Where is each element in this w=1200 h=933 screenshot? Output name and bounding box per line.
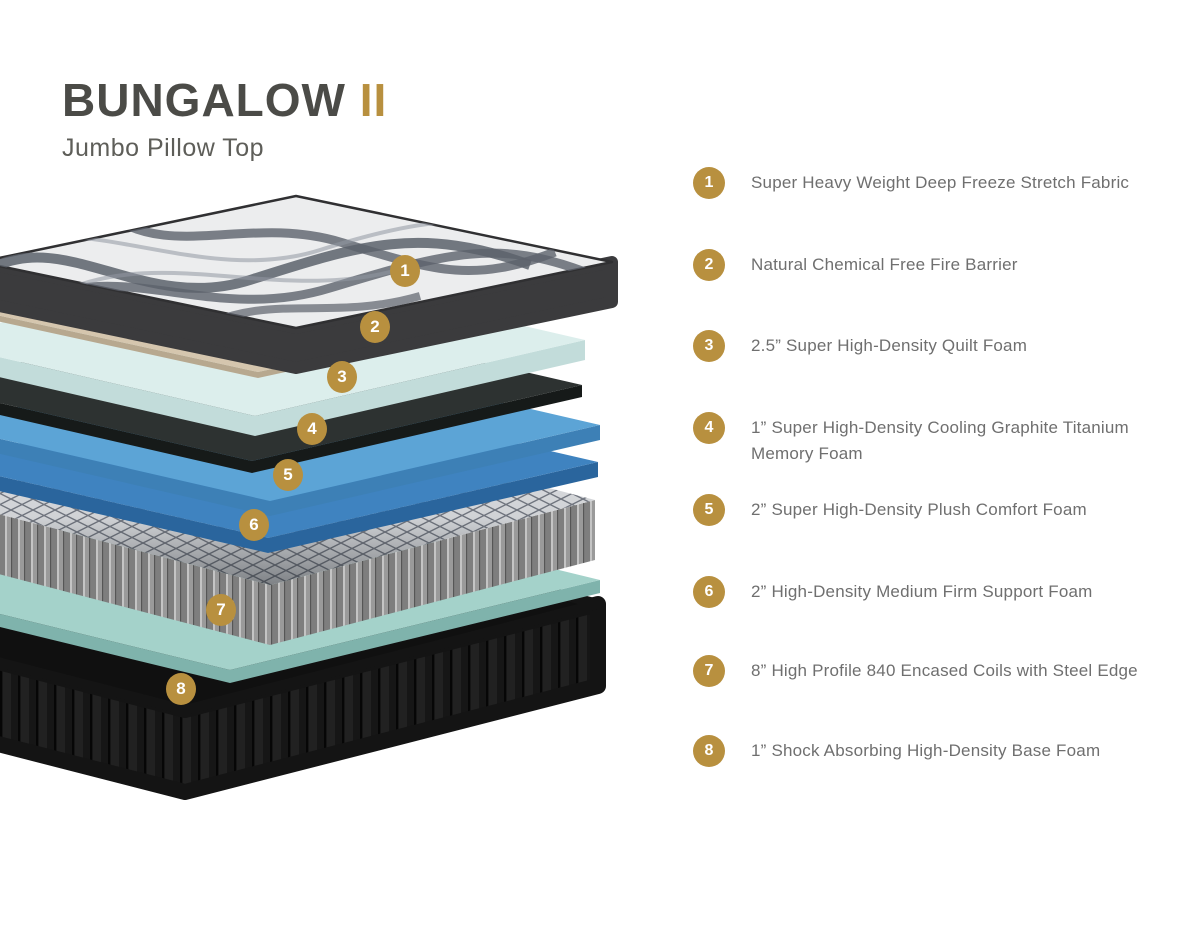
legend-label-line: 8” High Profile 840 Encased Coils with S… bbox=[751, 661, 1138, 680]
product-name: BUNGALOW bbox=[62, 74, 346, 126]
legend-label-2: Natural Chemical Free Fire Barrier bbox=[751, 252, 1018, 278]
legend-badge-5: 5 bbox=[693, 494, 725, 526]
legend-label-6: 2” High-Density Medium Firm Support Foam bbox=[751, 579, 1092, 605]
legend-item-8: 8 1” Shock Absorbing High-Density Base F… bbox=[693, 735, 1100, 767]
layer-marker-5: 5 bbox=[273, 459, 303, 491]
legend-item-5: 5 2” Super High-Density Plush Comfort Fo… bbox=[693, 494, 1087, 526]
product-name-suffix: II bbox=[359, 74, 388, 126]
legend-badge-8: 8 bbox=[693, 735, 725, 767]
legend-badge-2: 2 bbox=[693, 249, 725, 281]
layer-marker-7: 7 bbox=[206, 594, 236, 626]
legend-badge-7: 7 bbox=[693, 655, 725, 687]
legend-label-line: Super Heavy Weight Deep Freeze Stretch F… bbox=[751, 173, 1130, 192]
coils-side-face bbox=[0, 500, 595, 645]
base-foam-side-face bbox=[0, 580, 600, 683]
page-title: BUNGALOW II bbox=[62, 76, 387, 124]
header: BUNGALOW II Jumbo Pillow Top bbox=[62, 76, 387, 163]
quilt-foam-side-face bbox=[0, 340, 585, 436]
layer-marker-2: 2 bbox=[360, 311, 390, 343]
legend-label-1: Super Heavy Weight Deep Freeze Stretch F… bbox=[751, 170, 1129, 196]
mattress-layers-illustration bbox=[0, 194, 618, 800]
legend-label-line: 1” Shock Absorbing High-Density Base Foa… bbox=[751, 741, 1101, 760]
legend-label-4: 1” Super High-Density Cooling Graphite T… bbox=[751, 415, 1129, 467]
legend-item-2: 2 Natural Chemical Free Fire Barrier bbox=[693, 249, 1018, 281]
legend-label-line: Natural Chemical Free Fire Barrier bbox=[751, 255, 1018, 274]
layer-marker-4: 4 bbox=[297, 413, 327, 445]
product-subtitle: Jumbo Pillow Top bbox=[62, 134, 265, 163]
damask-swirl-light bbox=[54, 266, 406, 297]
legend-label-8: 1” Shock Absorbing High-Density Base Foa… bbox=[751, 738, 1100, 764]
legend-label-5: 2” Super High-Density Plush Comfort Foam bbox=[751, 497, 1087, 523]
legend-label-line: 2” High-Density Medium Firm Support Foam bbox=[751, 582, 1093, 601]
legend-label-line: 2” Super High-Density Plush Comfort Foam bbox=[751, 500, 1087, 519]
damask-swirl bbox=[27, 248, 587, 309]
legend-item-6: 6 2” High-Density Medium Firm Support Fo… bbox=[693, 576, 1092, 608]
comfort-foam-side-face bbox=[0, 425, 600, 516]
legend-label-line: 1” Super High-Density Cooling Graphite T… bbox=[751, 418, 1129, 437]
legend-label-7: 8” High Profile 840 Encased Coils with S… bbox=[751, 658, 1138, 684]
legend-badge-3: 3 bbox=[693, 330, 725, 362]
legend-item-7: 7 8” High Profile 840 Encased Coils with… bbox=[693, 655, 1138, 687]
legend-badge-6: 6 bbox=[693, 576, 725, 608]
legend-item-1: 1 Super Heavy Weight Deep Freeze Stretch… bbox=[693, 167, 1129, 199]
legend-label-line2: Memory Foam bbox=[751, 444, 863, 463]
layer-marker-8: 8 bbox=[166, 673, 196, 705]
layer-marker-6: 6 bbox=[239, 509, 269, 541]
legend-label-3: 2.5” Super High-Density Quilt Foam bbox=[751, 333, 1027, 359]
legend-item-3: 3 2.5” Super High-Density Quilt Foam bbox=[693, 330, 1027, 362]
legend-item-4: 4 1” Super High-Density Cooling Graphite… bbox=[693, 412, 1129, 467]
damask-swirl bbox=[0, 237, 532, 293]
legend-label-line: 2.5” Super High-Density Quilt Foam bbox=[751, 336, 1028, 355]
layer-marker-1: 1 bbox=[390, 255, 420, 287]
support-foam-side-face bbox=[0, 462, 598, 553]
layer-marker-3: 3 bbox=[327, 361, 357, 393]
memory-foam-side-face bbox=[0, 385, 582, 473]
legend-badge-4: 4 bbox=[693, 412, 725, 444]
legend-badge-1: 1 bbox=[693, 167, 725, 199]
